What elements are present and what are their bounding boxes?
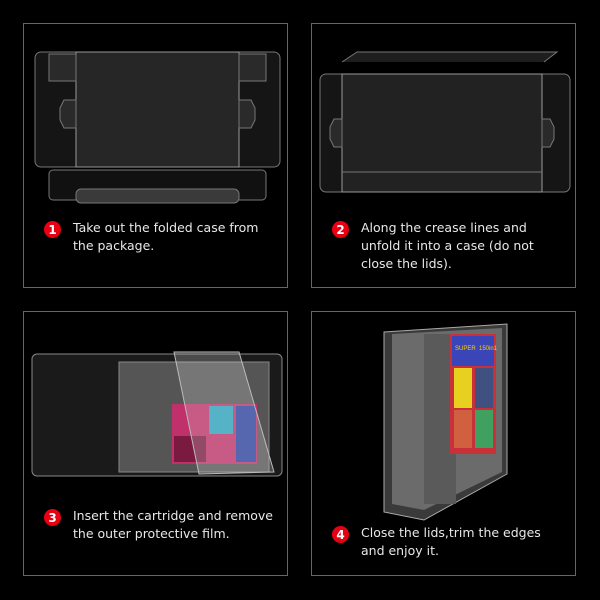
- step-1-panel: 1 Take out the folded case from the pack…: [23, 23, 288, 288]
- step-2: 2 Along the crease lines and unfold it i…: [332, 219, 561, 273]
- step-text: Insert the cartridge and remove the oute…: [73, 508, 273, 541]
- step-2-panel: 2 Along the crease lines and unfold it i…: [311, 23, 576, 288]
- step-text: Take out the folded case from the packag…: [73, 220, 259, 253]
- step-4: 4 Close the lids,trim the edges and enjo…: [332, 524, 561, 560]
- step-text: Along the crease lines and unfold it int…: [361, 220, 534, 271]
- step-number-badge: 1: [44, 221, 61, 238]
- folded-case-illustration: [34, 51, 281, 204]
- step-3-panel: 3 Insert the cartridge and remove the ou…: [23, 311, 288, 576]
- unfolded-case-illustration: [319, 51, 571, 193]
- step-3: 3 Insert the cartridge and remove the ou…: [44, 507, 273, 543]
- step-text: Close the lids,trim the edges and enjoy …: [361, 525, 541, 558]
- step-number-badge: 2: [332, 221, 349, 238]
- step-number-badge: 4: [332, 526, 349, 543]
- step-4-panel: SUPER 150in1 4 Close the lids,trim the e…: [311, 311, 576, 576]
- closed-case-illustration: SUPER 150in1: [383, 323, 508, 521]
- cartridge-logo: SUPER: [455, 346, 476, 352]
- cartridge-count: 150in1: [479, 346, 498, 352]
- step-1: 1 Take out the folded case from the pack…: [44, 219, 273, 255]
- insert-cartridge-illustration: [31, 351, 283, 477]
- step-number-badge: 3: [44, 509, 61, 526]
